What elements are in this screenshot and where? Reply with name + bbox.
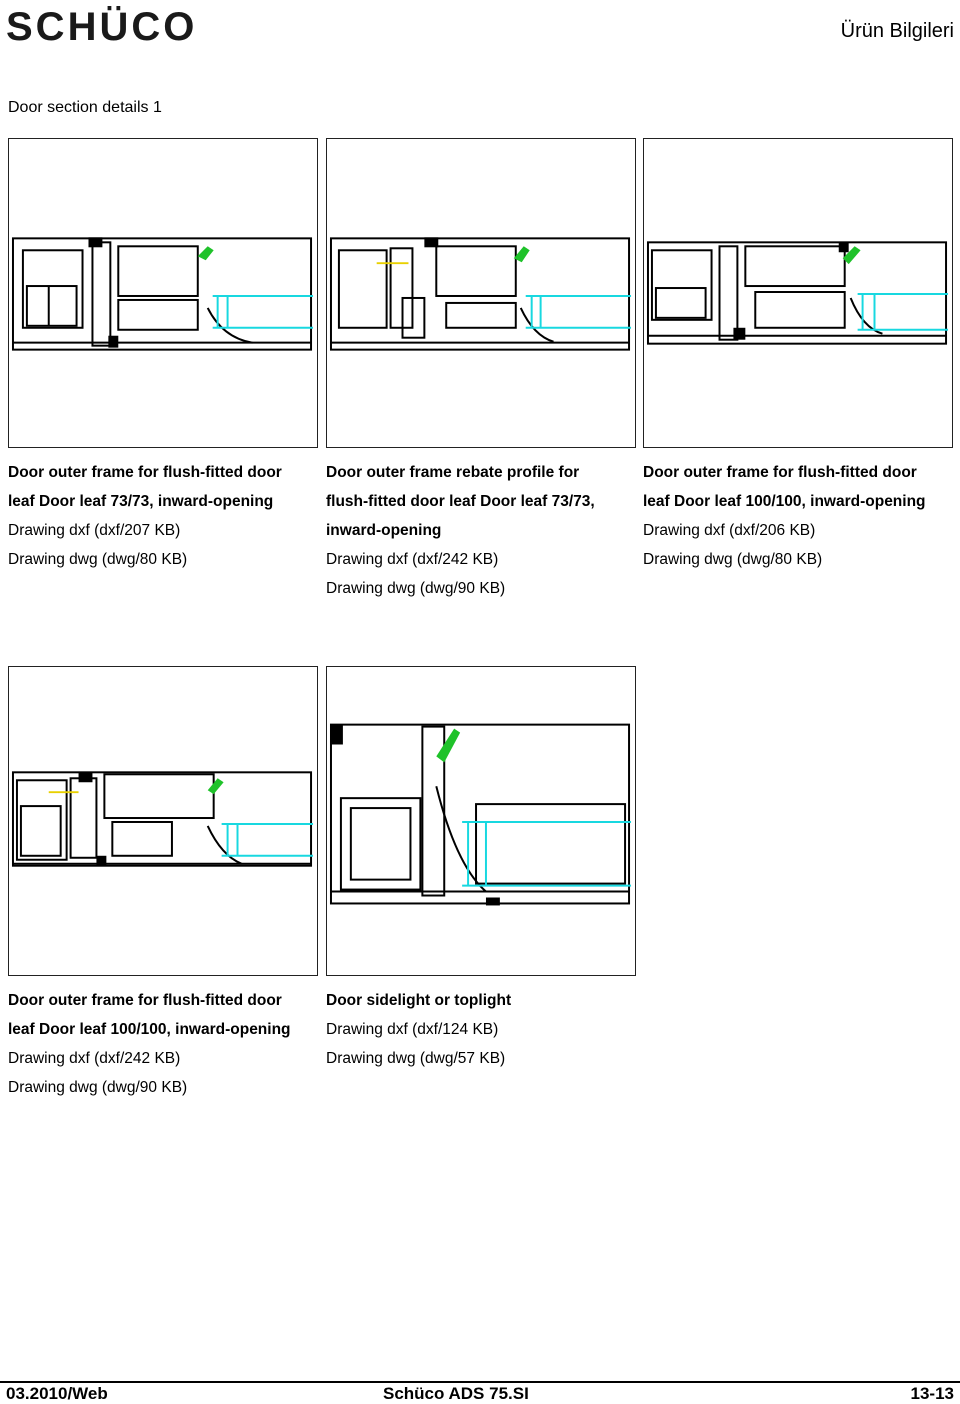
dwg-link[interactable]: Drawing dwg (dwg/57 KB) — [326, 1050, 506, 1067]
footer-date: 03.2010/Web — [6, 1384, 108, 1403]
section-drawing-4 — [11, 771, 314, 867]
schuco-logo: SCHÜCO — [6, 6, 197, 44]
logo-wordmark: SCHÜCO — [6, 6, 197, 44]
caption-2: Door outer frame rebate profile for flus… — [326, 458, 638, 603]
section-drawing-1 — [11, 237, 314, 351]
drawing-frame-5[interactable] — [326, 666, 636, 976]
dwg-link[interactable]: Drawing dwg (dwg/80 KB) — [8, 551, 188, 568]
drawing-frame-2[interactable] — [326, 138, 636, 448]
dwg-link[interactable]: Drawing dwg (dwg/90 KB) — [326, 580, 506, 597]
caption-title-line: inward-opening — [326, 522, 442, 539]
section-drawing-5 — [329, 723, 632, 906]
drawing-frame-3[interactable] — [643, 138, 953, 448]
caption-3: Door outer frame for flush-fitted door l… — [643, 458, 955, 574]
caption-title-line: leaf Door leaf 100/100, inward-opening — [643, 493, 926, 510]
caption-title-line: Door outer frame for flush-fitted door — [8, 464, 282, 481]
caption-title-line: Door sidelight or toplight — [326, 992, 512, 1009]
header-title: Ürün Bilgileri — [840, 20, 954, 42]
section-drawing-3 — [646, 241, 949, 345]
caption-4: Door outer frame for flush-fitted door l… — [8, 986, 320, 1102]
drawing-frame-1[interactable] — [8, 138, 318, 448]
caption-title-line: leaf Door leaf 100/100, inward-opening — [8, 1021, 291, 1038]
caption-title-line: leaf Door leaf 73/73, inward-opening — [8, 493, 274, 510]
section-drawing-2 — [329, 237, 632, 351]
dxf-link[interactable]: Drawing dxf (dxf/242 KB) — [326, 551, 499, 568]
caption-5: Door sidelight or toplight Drawing dxf (… — [326, 986, 638, 1073]
dxf-link[interactable]: Drawing dxf (dxf/207 KB) — [8, 522, 181, 539]
drawing-frame-4[interactable] — [8, 666, 318, 976]
footer-rule — [0, 1381, 960, 1383]
caption-1: Door outer frame for flush-fitted door l… — [8, 458, 320, 574]
caption-title-line: Door outer frame rebate profile for — [326, 464, 580, 481]
caption-title-line: Door outer frame for flush-fitted door — [8, 992, 282, 1009]
dxf-link[interactable]: Drawing dxf (dxf/206 KB) — [643, 522, 816, 539]
caption-title-line: flush-fitted door leaf Door leaf 73/73, — [326, 493, 595, 510]
caption-title-line: Door outer frame for flush-fitted door — [643, 464, 917, 481]
dwg-link[interactable]: Drawing dwg (dwg/90 KB) — [8, 1079, 188, 1096]
dxf-link[interactable]: Drawing dxf (dxf/242 KB) — [8, 1050, 181, 1067]
section-title: Door section details 1 — [8, 99, 162, 116]
dwg-link[interactable]: Drawing dwg (dwg/80 KB) — [643, 551, 823, 568]
dxf-link[interactable]: Drawing dxf (dxf/124 KB) — [326, 1021, 499, 1038]
footer-page-number: 13-13 — [910, 1384, 954, 1403]
footer-product: Schüco ADS 75.SI — [383, 1384, 529, 1403]
